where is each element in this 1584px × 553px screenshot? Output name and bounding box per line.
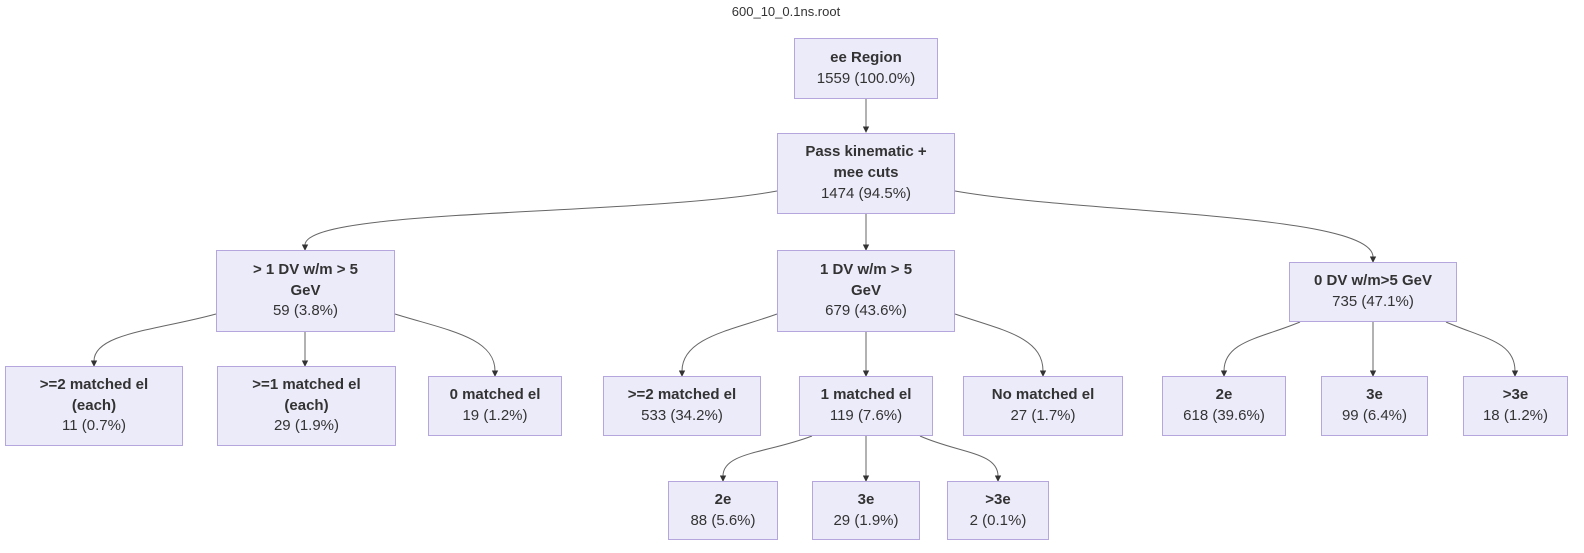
edge-dv1-ge2	[678, 313, 778, 377]
node-0dv-2e: 2e 618 (39.6%)	[1162, 376, 1286, 436]
node-count: 99 (6.4%)	[1341, 407, 1408, 424]
node-0dv-gt3e: >3e 18 (1.2%)	[1463, 376, 1568, 436]
node-count: 29 (1.9%)	[273, 417, 340, 435]
node-1matched-2e: 2e 88 (5.6%)	[668, 481, 778, 540]
node-gt1-dv-wm-gt5gev: > 1 DV w/m > 5 GeV 59 (3.8%)	[216, 250, 395, 332]
node-label: 3e	[857, 490, 875, 508]
node-count: 2 (0.1%)	[969, 511, 1027, 529]
node-count: 29 (1.9%)	[833, 511, 899, 529]
node-1matched-3e: 3e 29 (1.9%)	[812, 481, 920, 540]
node-count: 19 (1.2%)	[462, 407, 528, 424]
node-count: 59 (3.8%)	[272, 302, 339, 320]
node-count: 88 (5.6%)	[690, 511, 756, 529]
node-label: 3e	[1366, 386, 1383, 404]
node-ge1-matched-el-each: >=1 matched el (each) 29 (1.9%)	[217, 366, 396, 446]
node-count: 1474 (94.5%)	[820, 184, 912, 202]
node-label: Pass kinematic + mee cuts	[805, 143, 927, 182]
node-label: 0 matched el	[449, 386, 541, 404]
edge-gt1dv-ge2_each	[90, 313, 217, 367]
node-count: 618 (39.6%)	[1183, 407, 1265, 424]
node-label: > 1 DV w/m > 5 GeV	[252, 260, 359, 299]
node-label: >=1 matched el (each)	[252, 375, 361, 414]
node-label: 1 DV w/m > 5 GeV	[819, 260, 913, 299]
node-count: 119 (7.6%)	[829, 407, 903, 424]
edge-dv1-no_match	[954, 313, 1047, 377]
node-1matched-gt3e: >3e 2 (0.1%)	[947, 481, 1049, 540]
diagram-title: 600_10_0.1ns.root	[731, 4, 841, 19]
node-count: 11 (0.7%)	[62, 417, 126, 435]
node-0-dv-wm-gt5gev: 0 DV w/m>5 GeV 735 (47.1%)	[1289, 262, 1457, 322]
node-count: 1559 (100.0%)	[816, 69, 916, 87]
node-label: No matched el	[991, 386, 1095, 404]
node-label: 0 DV w/m>5 GeV	[1314, 272, 1432, 290]
node-label: ee Region	[830, 48, 902, 66]
node-count: 18 (1.2%)	[1482, 407, 1549, 424]
node-ge2-matched-el: >=2 matched el 533 (34.2%)	[603, 376, 761, 436]
edge-pass_cuts-dv0	[954, 190, 1377, 263]
node-0-matched-el: 0 matched el 19 (1.2%)	[428, 376, 562, 436]
node-label: >3e	[1502, 386, 1529, 404]
node-label: >3e	[985, 490, 1011, 508]
node-no-matched-el: No matched el 27 (1.7%)	[963, 376, 1123, 436]
node-0dv-3e: 3e 99 (6.4%)	[1321, 376, 1428, 436]
node-count: 27 (1.7%)	[1010, 407, 1076, 424]
node-count: 735 (47.1%)	[1332, 293, 1414, 310]
node-count: 533 (34.2%)	[641, 407, 723, 424]
node-ge2-matched-el-each: >=2 matched el (each) 11 (0.7%)	[5, 366, 183, 446]
edge-m1-m1_gt3e	[919, 435, 1002, 482]
node-1-matched-el: 1 matched el 119 (7.6%)	[799, 376, 933, 436]
edge-m1-m1_2e	[719, 435, 813, 482]
edge-dv0-dv0_2e	[1220, 321, 1301, 377]
edge-gt1dv-m0	[394, 313, 499, 377]
edge-dv0-dv0_gt3e	[1445, 321, 1519, 377]
node-label: 1 matched el	[820, 386, 912, 404]
node-1-dv-wm-gt5gev: 1 DV w/m > 5 GeV 679 (43.6%)	[777, 250, 955, 332]
node-label: 2e	[714, 490, 732, 508]
node-label: 2e	[1215, 386, 1233, 404]
edge-pass_cuts-gt1dv	[301, 190, 778, 251]
node-label: >=2 matched el	[627, 386, 737, 404]
node-pass-kinematic-mee-cuts: Pass kinematic + mee cuts 1474 (94.5%)	[777, 133, 955, 214]
node-label: >=2 matched el (each)	[39, 375, 149, 414]
node-count: 679 (43.6%)	[825, 302, 907, 320]
node-ee-region: ee Region 1559 (100.0%)	[794, 38, 938, 99]
